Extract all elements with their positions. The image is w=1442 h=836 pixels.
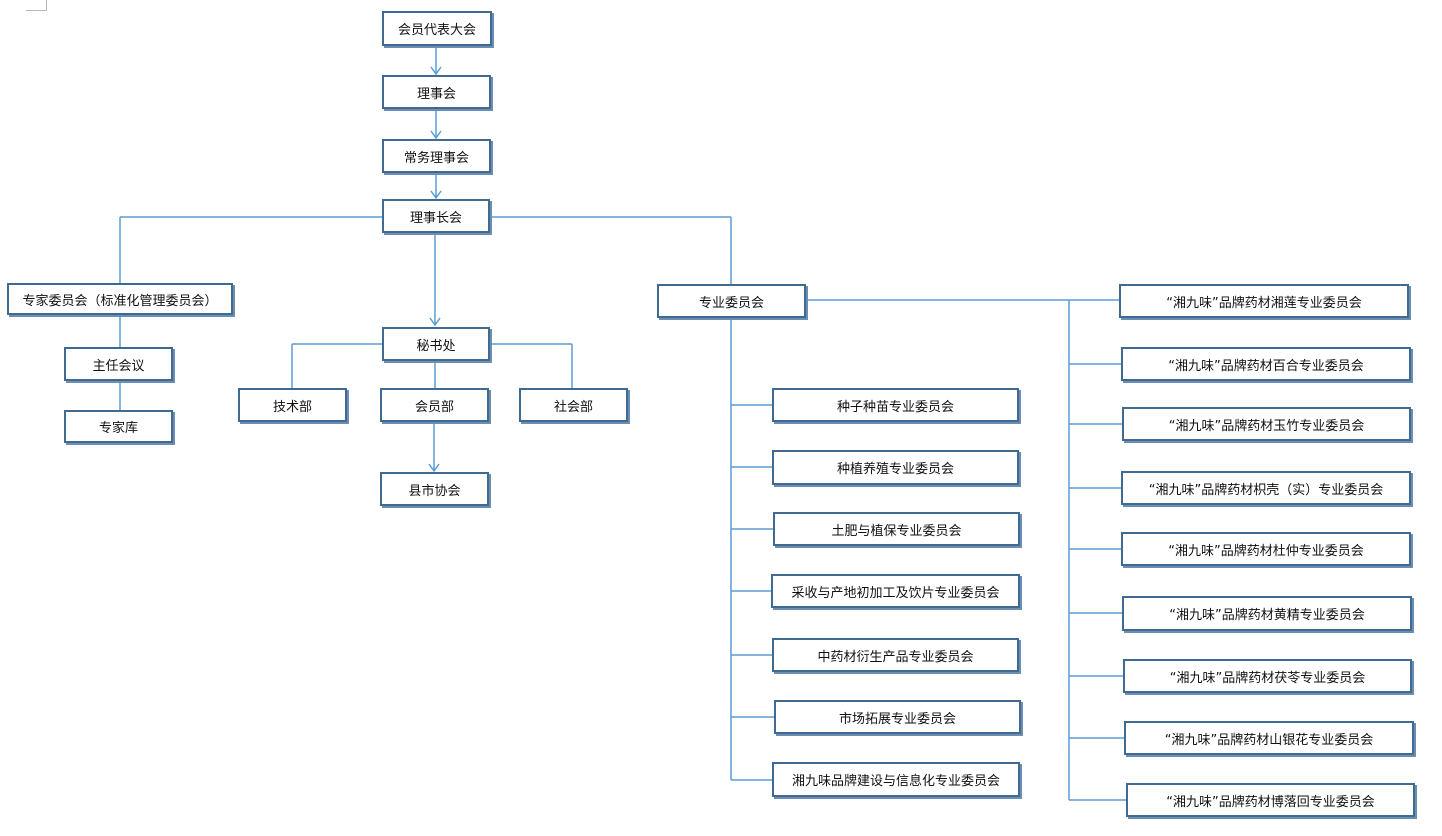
node-special-committees: 专业委员会 — [657, 284, 806, 318]
committee-right-item: “湘九味”品牌药材枳壳（实）专业委员会 — [1121, 471, 1411, 505]
arrow-head — [428, 463, 440, 473]
arrow-head — [430, 66, 442, 76]
committee-left-item: 土肥与植保专业委员会 — [773, 512, 1020, 546]
committee-right-item: “湘九味”品牌药材山银花专业委员会 — [1124, 721, 1414, 755]
page-corner-mark — [26, 0, 47, 11]
node-member-assembly: 会员代表大会 — [382, 11, 492, 46]
committee-left-item: 湘九味品牌建设与信息化专业委员会 — [772, 762, 1020, 797]
committee-right-item: “湘九味”品牌药材博落回专业委员会 — [1126, 783, 1415, 817]
committee-right-item: “湘九味”品牌药材黄精专业委员会 — [1122, 596, 1412, 631]
node-council: 理事会 — [382, 75, 491, 109]
node-member-dept: 会员部 — [380, 388, 489, 422]
node-expert-committee: 专家委员会（标准化管理委员会） — [7, 283, 233, 315]
arrow-head — [430, 190, 442, 200]
arrow-head — [430, 130, 442, 140]
committee-right-item: “湘九味”品牌药材湘莲专业委员会 — [1119, 284, 1409, 318]
committee-left-item: 市场拓展专业委员会 — [774, 700, 1021, 734]
node-director-meeting: 主任会议 — [64, 347, 173, 381]
committee-left-item: 种植养殖专业委员会 — [772, 450, 1019, 485]
node-social-dept: 社会部 — [519, 388, 628, 422]
node-standing-council: 常务理事会 — [382, 139, 491, 173]
node-county-association: 县市协会 — [380, 472, 489, 506]
committee-right-item: “湘九味”品牌药材玉竹专业委员会 — [1122, 407, 1411, 441]
node-secretariat: 秘书处 — [382, 327, 490, 361]
node-expert-pool: 专家库 — [64, 410, 173, 443]
committee-left-item: 中药材衍生产品专业委员会 — [772, 638, 1019, 672]
committee-left-item: 采收与产地初加工及饮片专业委员会 — [771, 574, 1020, 608]
node-tech-dept: 技术部 — [238, 388, 347, 422]
committee-left-item: 种子种苗专业委员会 — [772, 388, 1019, 422]
node-chairman-meeting: 理事长会 — [382, 199, 490, 233]
committee-right-item: “湘九味”品牌药材杜仲专业委员会 — [1121, 532, 1411, 566]
committee-right-item: “湘九味”品牌药材百合专业委员会 — [1121, 347, 1411, 381]
arrow-head — [429, 317, 441, 327]
committee-right-item: “湘九味”品牌药材茯苓专业委员会 — [1123, 659, 1412, 693]
